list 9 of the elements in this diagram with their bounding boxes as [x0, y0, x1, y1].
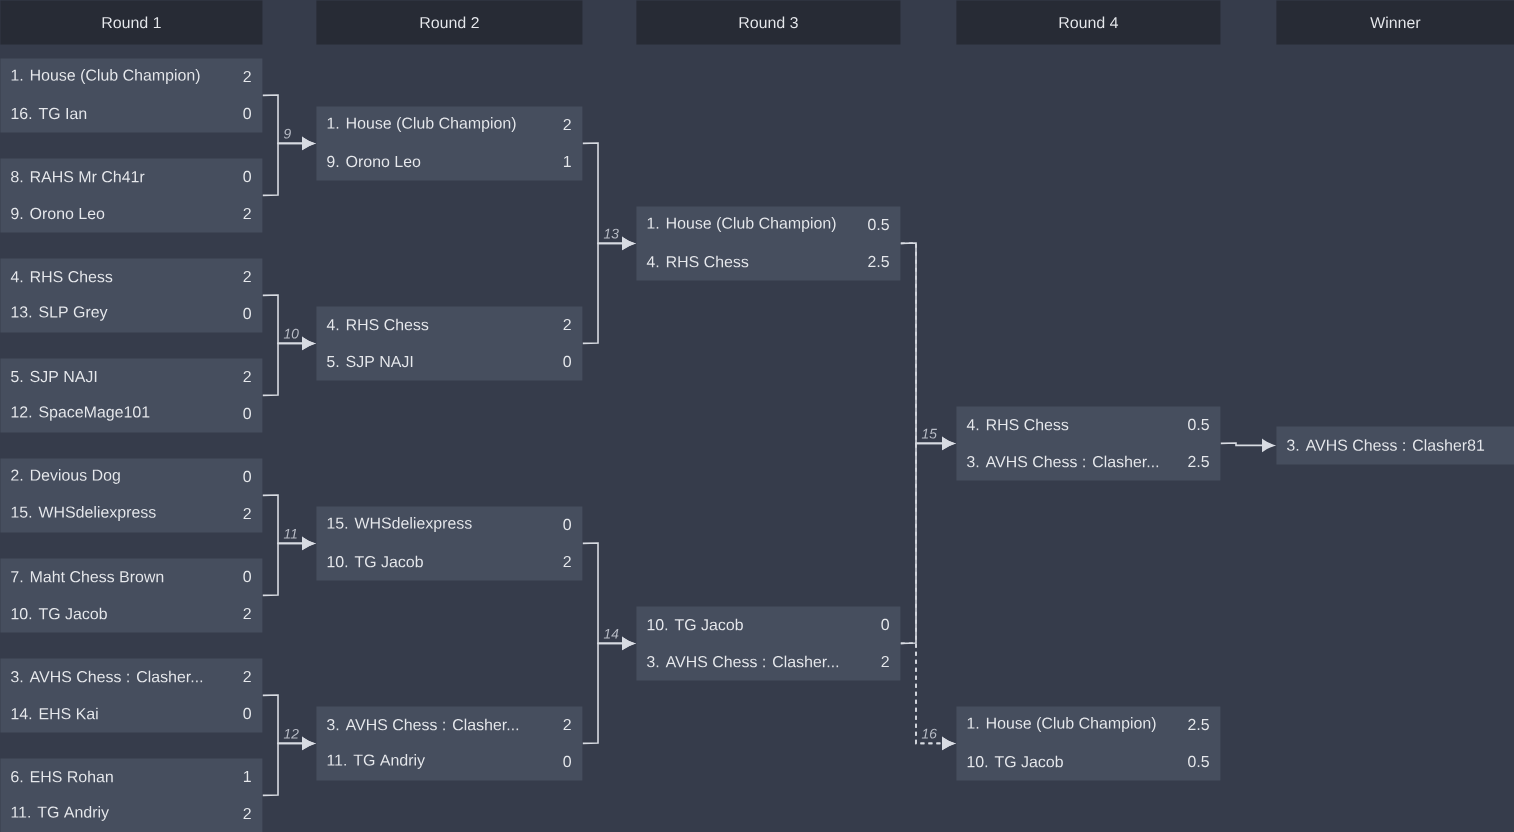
bracket-line: [262, 737, 315, 797]
bracket-line: [1220, 439, 1275, 452]
bracket-line: [582, 237, 635, 345]
bracket-line: [262, 337, 315, 397]
bracket-line: [262, 537, 315, 597]
bracket-line: [582, 637, 635, 745]
bracket-line: [262, 137, 315, 197]
bracket-line: [900, 642, 955, 750]
bracket-line: [900, 437, 955, 645]
